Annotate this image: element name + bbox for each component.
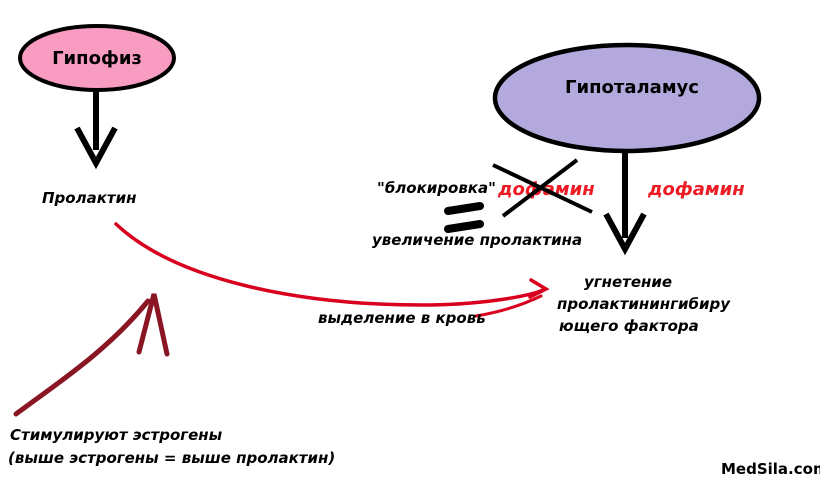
release-curve-arrow-head <box>528 278 550 299</box>
hypothalamus-ellipse <box>492 42 762 154</box>
estrogens-label-line2: (выше эстрогены = выше пролактин) <box>8 449 335 467</box>
estrogens-label-line1: Стимулируют эстрогены <box>10 426 223 444</box>
dopamine-label: дофамин <box>647 179 745 200</box>
hypothalamus-label: Гипоталамус <box>565 77 699 98</box>
release-label-pointer <box>474 294 543 318</box>
release-to-blood-label: выделение в кровь <box>318 309 486 327</box>
pituitary-arrow-head <box>74 126 118 170</box>
increase-prolactin-label: увеличение пролактина <box>372 231 582 249</box>
inhibition-label-line3: ющего фактора <box>559 317 699 335</box>
watermark-text: MedSila.com <box>721 460 820 478</box>
inhibition-label-line2: пролактинингибиру <box>557 295 731 313</box>
blocking-label: "блокировка" <box>377 179 496 197</box>
hypothalamus-arrow-head <box>603 212 647 256</box>
prolactin-label: Пролактин <box>42 189 136 207</box>
release-curve <box>114 222 547 307</box>
estrogen-arrow-shaft <box>13 298 151 417</box>
inhibition-label-line1: угнетение <box>584 273 672 291</box>
estrogen-arrow-head <box>136 293 170 357</box>
pituitary-ellipse <box>18 24 176 92</box>
equals-bar-bottom <box>444 220 484 233</box>
pituitary-label: Гипофиз <box>52 48 142 69</box>
equals-bar-top <box>444 202 484 215</box>
cross-x-stroke-2 <box>501 158 579 218</box>
